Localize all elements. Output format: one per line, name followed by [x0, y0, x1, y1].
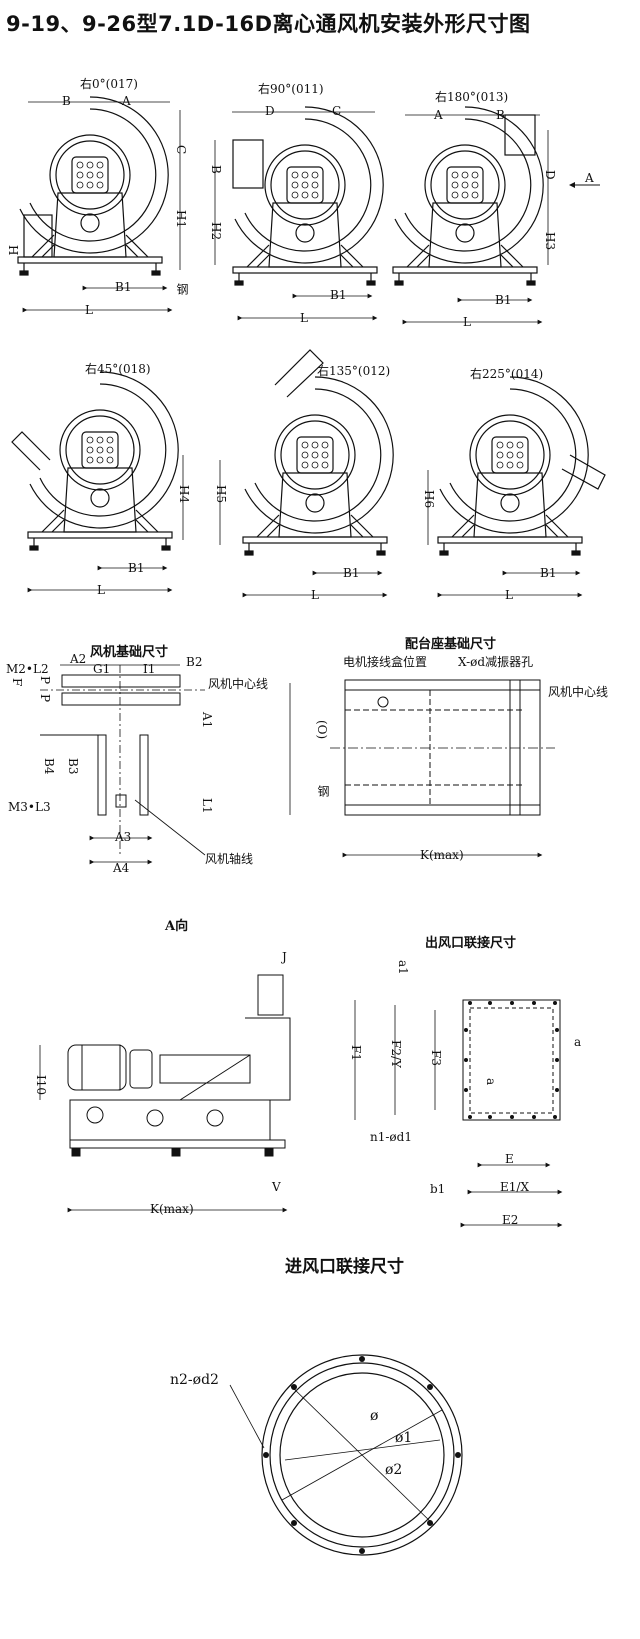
- dim-B1: B1: [343, 566, 360, 580]
- dim-B: B: [496, 108, 505, 122]
- label-e2: E2: [502, 1213, 519, 1227]
- fan-foundation-drawing: [40, 664, 206, 865]
- label-i1: I1: [143, 662, 156, 676]
- label-b1: b1: [430, 1182, 446, 1196]
- label-phi1: ø1: [395, 1430, 413, 1446]
- label-a3: A3: [115, 830, 132, 844]
- dim-L: L: [463, 315, 471, 329]
- label-a2: A2: [70, 652, 87, 666]
- dim-D: D: [543, 170, 557, 180]
- inlet-flange-drawing: [229, 1354, 463, 1556]
- label-fan-centerline-2: 风机中心线: [548, 685, 609, 699]
- label-a1-out: a1: [396, 960, 410, 975]
- label-kmax-2: K(max): [150, 1202, 194, 1216]
- label-i10: I10: [34, 1075, 48, 1096]
- dim-L: L: [505, 588, 513, 602]
- dim-L: L: [85, 303, 93, 317]
- dim-H6: H6: [422, 490, 436, 509]
- stand-foundation-title: 配台座基础尺寸: [405, 637, 497, 652]
- page-title: 9-19、9-26型7.1D-16D离心通风机安装外形尺寸图: [6, 12, 531, 36]
- label-b4: B4: [42, 758, 56, 775]
- label-phi: ø: [370, 1408, 379, 1424]
- label-n2-d2: n2-ød2: [170, 1372, 219, 1388]
- label-m3l3: M3•L3: [8, 800, 51, 814]
- dim-B: B: [62, 94, 71, 108]
- label-j: J: [282, 950, 287, 964]
- view-label-90: 右90°(011): [258, 82, 324, 96]
- label-e: E: [505, 1152, 514, 1166]
- dim-C: C: [332, 104, 342, 118]
- fan-view-135: [242, 349, 394, 556]
- dim-B1: B1: [495, 293, 512, 307]
- label-f1: F1: [349, 1045, 363, 1061]
- dim-L: L: [311, 588, 319, 602]
- dim-H3: H3: [543, 232, 557, 251]
- label-o: (O): [315, 720, 329, 740]
- label-kmax: K(max): [420, 848, 464, 862]
- label-l1: L1: [200, 798, 214, 814]
- a-view-title: A向: [165, 919, 189, 934]
- fan-view-180: [392, 106, 544, 286]
- dim-B1: B1: [330, 288, 347, 302]
- dim-H1: H1: [174, 210, 188, 229]
- label-m2l2: M2•L2: [6, 662, 49, 676]
- label-fan-axis: 风机轴线: [205, 852, 254, 866]
- label-p2: P: [38, 694, 52, 703]
- label-b2: B2: [186, 655, 203, 669]
- dim-L: L: [97, 583, 105, 597]
- view-label-225: 右225°(014): [470, 367, 544, 381]
- label-n1-d1: n1-ød1: [370, 1130, 412, 1144]
- dim-H: H: [6, 245, 20, 256]
- label-e1x: E1/X: [500, 1180, 529, 1194]
- dim-D: D: [265, 104, 275, 118]
- dim-B1: B1: [540, 566, 557, 580]
- outlet-flange-drawing: [354, 999, 563, 1228]
- inlet-title: 进风口联接尺寸: [285, 1257, 404, 1277]
- dim-B1: B1: [115, 280, 132, 294]
- label-p: P: [38, 676, 52, 685]
- label-phi2: ø2: [385, 1462, 403, 1478]
- label-fan-centerline: 风机中心线: [208, 677, 269, 691]
- label-a1: A1: [200, 712, 214, 729]
- label-a-right: a: [574, 1035, 582, 1049]
- label-steel: 钢: [316, 785, 330, 797]
- label-b3: B3: [66, 758, 80, 775]
- fan-view-225: [437, 376, 606, 556]
- dim-C: C: [174, 145, 188, 155]
- dim-H2: H2: [209, 222, 223, 241]
- fan-view-0: [17, 96, 169, 276]
- view-label-45: 右45°(018): [85, 362, 151, 376]
- fan-foundation-title: 风机基础尺寸: [90, 645, 169, 660]
- label-a4: A4: [113, 861, 130, 875]
- label-f: F: [10, 678, 24, 687]
- dim-B1: B1: [128, 561, 145, 575]
- label-f3: F3: [429, 1050, 443, 1066]
- label-v: V: [272, 1180, 281, 1194]
- view-label-0: 右0°(017): [80, 77, 138, 91]
- label-f2y: F2/Y: [389, 1040, 403, 1068]
- fan-view-90: [232, 106, 384, 286]
- outlet-title: 出风口联接尺寸: [425, 936, 517, 951]
- label-a-inner: a: [484, 1078, 498, 1086]
- dim-H4: H4: [177, 485, 191, 504]
- dim-L: L: [300, 311, 308, 325]
- dim-steel: 钢: [175, 283, 189, 295]
- dim-H5: H5: [214, 485, 228, 504]
- arrow-a-label: A: [585, 171, 594, 185]
- view-label-135: 右135°(012): [317, 364, 391, 378]
- dim-A: A: [122, 94, 131, 108]
- label-g1: G1: [93, 662, 111, 676]
- stand-foundation-drawing: [289, 679, 555, 858]
- a-view-drawing: [39, 974, 291, 1213]
- dim-B: B: [209, 165, 223, 174]
- view-label-180: 右180°(013): [435, 90, 509, 104]
- label-damper-holes: X-ød减振器孔: [458, 655, 534, 669]
- fan-view-45: [11, 371, 179, 551]
- dim-A: A: [434, 108, 443, 122]
- label-motor-box: 电机接线盒位置: [343, 655, 428, 669]
